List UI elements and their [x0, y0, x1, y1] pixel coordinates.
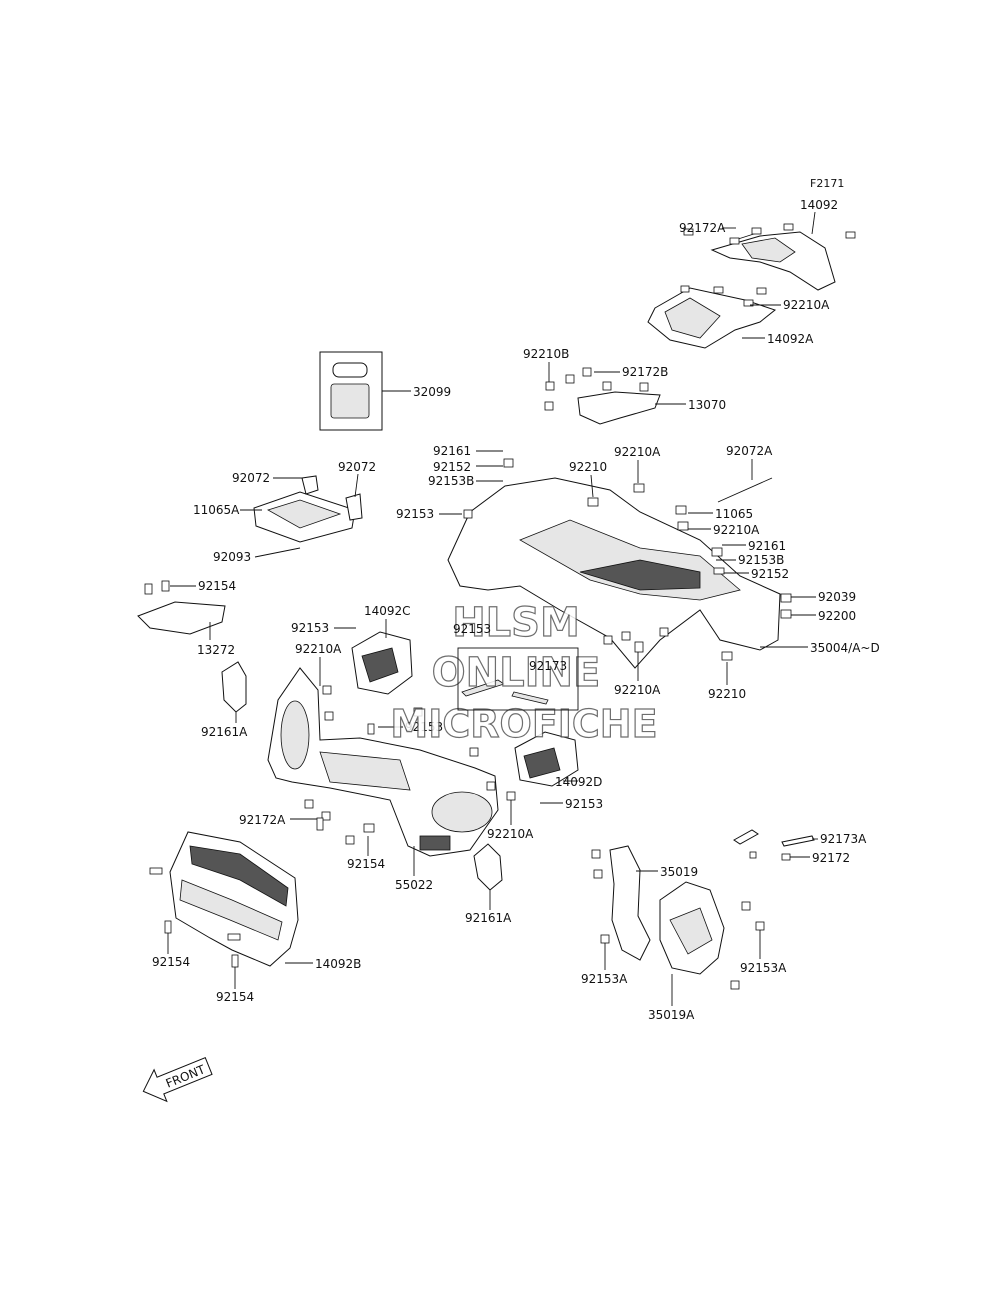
rear-fender-lower-14092A[interactable]: [647, 287, 777, 349]
label-92153-c3: 92153: [565, 797, 603, 811]
filter-box-32099[interactable]: [319, 351, 383, 431]
front-arrow-icon: FRONT: [142, 1057, 213, 1103]
label-92210B: 92210B: [523, 347, 569, 361]
label-92210-r: 92210: [708, 687, 746, 701]
label-92210A-r: 92210A: [713, 523, 760, 537]
label-55022: 55022: [395, 878, 433, 892]
bracket-13070[interactable]: [544, 367, 661, 425]
label-92172A-low: 92172A: [239, 813, 286, 827]
label-14092: 14092: [800, 198, 838, 212]
front-panel-55022[interactable]: [267, 667, 499, 857]
emblem-92173[interactable]: [461, 679, 549, 705]
label-92154-c: 92154: [152, 955, 190, 969]
diagram-ref-code: F2171: [810, 177, 844, 190]
splash-guard-35019[interactable]: [591, 845, 651, 961]
label-92200: 92200: [818, 609, 856, 623]
watermark-line2: ONLINE: [432, 650, 601, 696]
cover-92161A-right[interactable]: [473, 843, 503, 891]
label-92161A-r: 92161A: [465, 911, 512, 925]
label-14092C: 14092C: [364, 604, 411, 618]
fastener-icons-panel: [304, 685, 516, 845]
label-92154-d: 92154: [216, 990, 254, 1004]
storage-lid-11065A[interactable]: [253, 475, 363, 543]
label-92153-c2: 92153: [453, 622, 491, 636]
label-35019A: 35019A: [648, 1008, 695, 1022]
label-92210-mid: 92210: [569, 460, 607, 474]
label-92210A-top: 92210A: [783, 298, 830, 312]
watermark: HLSM ONLINE MICROFICHE: [390, 599, 658, 746]
label-92153A-l: 92153A: [581, 972, 628, 986]
label-92210A-c: 92210A: [487, 827, 534, 841]
label-92153-cl: 92153: [291, 621, 329, 635]
label-32099: 32099: [413, 385, 451, 399]
label-92161A-l: 92161A: [201, 725, 248, 739]
label-92153B-l: 92153B: [428, 474, 474, 488]
label-92153-c1: 92153: [405, 720, 443, 734]
splash-guard-35019A[interactable]: [659, 881, 765, 990]
label-92153A-r: 92153A: [740, 961, 787, 975]
bracket-13272[interactable]: [137, 580, 226, 635]
emblem-92173A[interactable]: [733, 829, 815, 861]
label-92161-r: 92161: [748, 539, 786, 553]
label-14092A: 14092A: [767, 332, 814, 346]
label-92172B: 92172B: [622, 365, 668, 379]
headlight-housing-14092C[interactable]: [351, 631, 413, 695]
front-fender-35004[interactable]: [447, 477, 781, 669]
label-92161-l: 92161: [433, 444, 471, 458]
label-92154-b: 92154: [347, 857, 385, 871]
cover-92161A-left[interactable]: [221, 661, 247, 713]
label-92210A-mid: 92210A: [614, 445, 661, 459]
label-35019: 35019: [660, 865, 698, 879]
label-92154-a: 92154: [198, 579, 236, 593]
label-92072A: 92072A: [726, 444, 773, 458]
label-92210A-low: 92210A: [614, 683, 661, 697]
label-92172A-top: 92172A: [679, 221, 726, 235]
label-92072-a: 92072: [232, 471, 270, 485]
watermark-line3: MICROFICHE: [390, 702, 657, 746]
label-92153-l: 92153: [396, 507, 434, 521]
fastener-icons-top: [680, 223, 856, 307]
label-14092D: 14092D: [555, 775, 602, 789]
label-14092B: 14092B: [315, 957, 361, 971]
label-11065A: 11065A: [193, 503, 240, 517]
label-92210A-cl: 92210A: [295, 642, 342, 656]
label-92072-b: 92072: [338, 460, 376, 474]
label-92153B-r: 92153B: [738, 553, 784, 567]
label-92173-c: 92173: [529, 659, 567, 673]
label-11065: 11065: [715, 507, 753, 521]
label-92173A: 92173A: [820, 832, 867, 846]
label-13272: 13272: [197, 643, 235, 657]
label-92152-l: 92152: [433, 460, 471, 474]
label-92152-r: 92152: [751, 567, 789, 581]
watermark-line1: HLSM: [452, 600, 580, 646]
label-92039: 92039: [818, 590, 856, 604]
label-92093: 92093: [213, 550, 251, 564]
label-92172-r: 92172: [812, 851, 850, 865]
label-35004: 35004/A~D: [810, 641, 880, 655]
grille-14092B[interactable]: [149, 831, 299, 968]
headlight-housing-14092D[interactable]: [514, 731, 579, 787]
label-13070: 13070: [688, 398, 726, 412]
fastener-icons-fender: [463, 458, 792, 661]
emblem-detail-box: [457, 647, 579, 711]
